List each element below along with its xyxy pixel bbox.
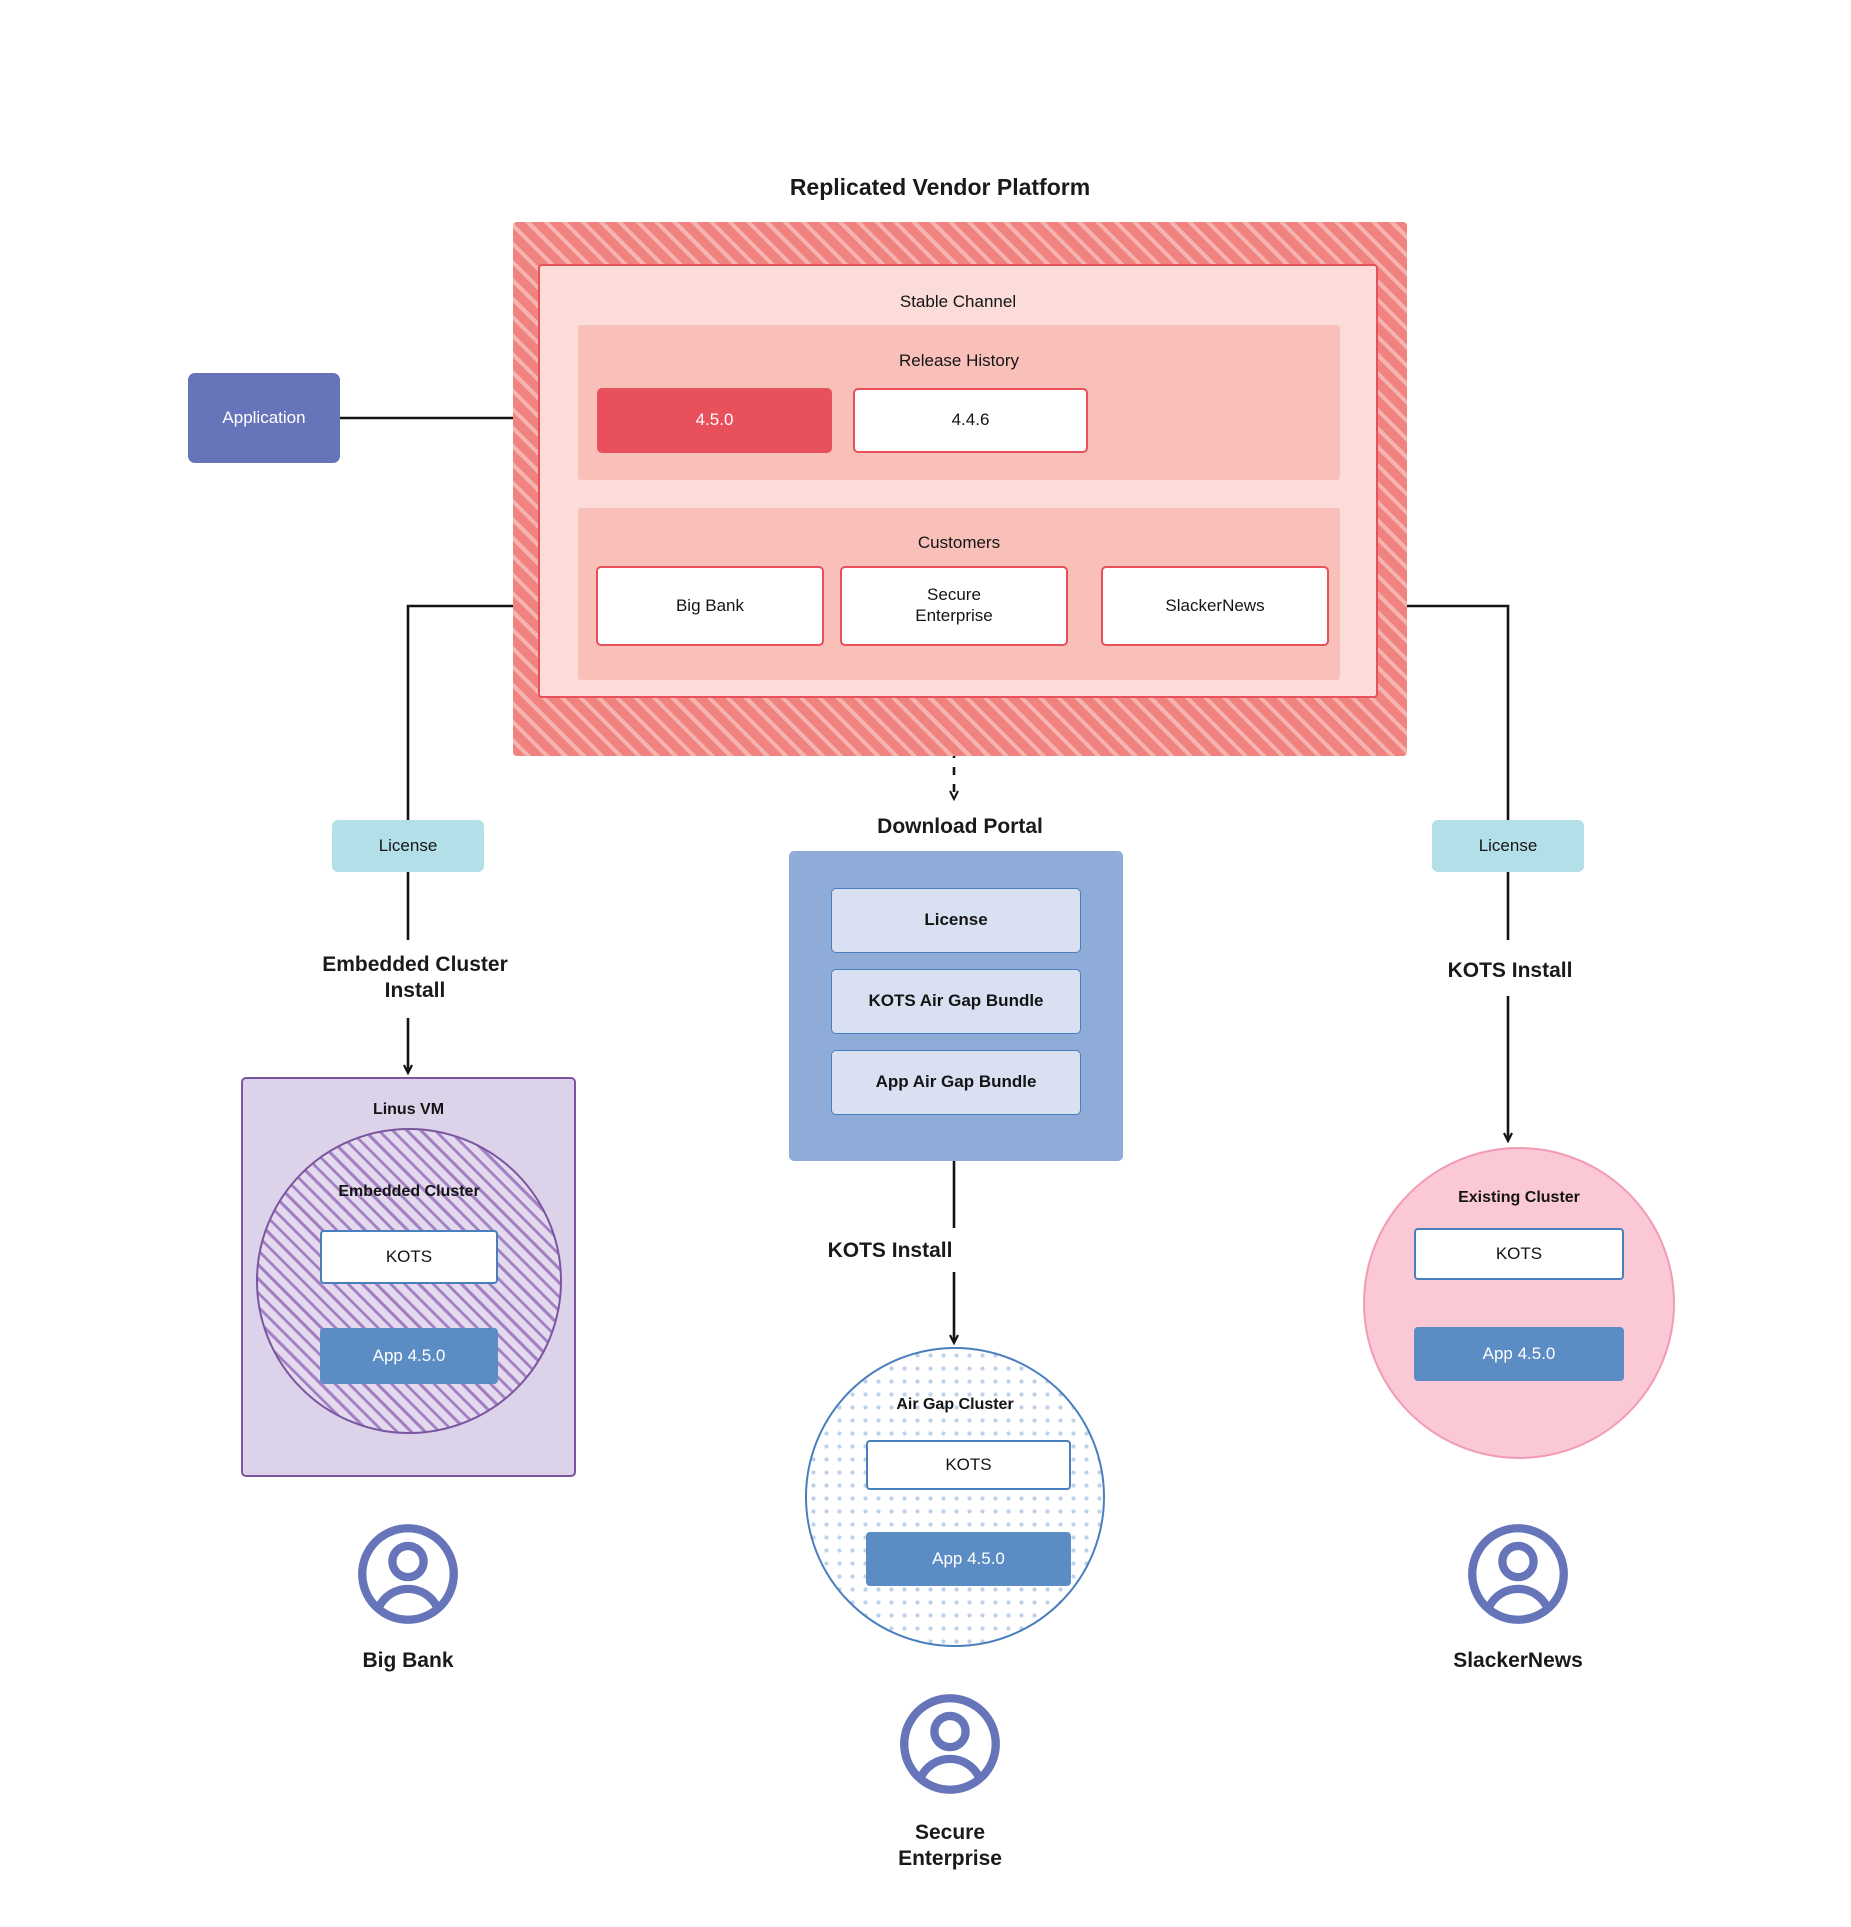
kots-box-embedded[interactable]: KOTS (320, 1230, 498, 1284)
customer-box-slackernews[interactable]: SlackerNews (1101, 566, 1329, 646)
portal-item-app-air-gap-bundle[interactable]: App Air Gap Bundle (831, 1050, 1081, 1115)
download-portal-title: Download Portal (877, 815, 1043, 839)
portal-item-license[interactable]: License (831, 888, 1081, 953)
stable-channel-label: Stable Channel (899, 291, 1017, 311)
flow-label-kots-install-middle: KOTS Install (827, 1239, 953, 1263)
user-avatar-icon (1466, 1522, 1570, 1626)
app-box-embedded[interactable]: App 4.5.0 (320, 1328, 498, 1384)
bottom-label-big-bank: Big Bank (362, 1649, 454, 1673)
air-gap-cluster-label: Air Gap Cluster (896, 1396, 1014, 1414)
customers-label: Customers (917, 532, 1001, 552)
air-gap-cluster-circle (805, 1347, 1105, 1647)
license-node-right[interactable]: License (1432, 820, 1584, 872)
flow-label-kots-install-right: KOTS Install (1447, 959, 1573, 983)
linus-vm-label: Linus VM (372, 1101, 445, 1119)
portal-item-kots-air-gap-bundle[interactable]: KOTS Air Gap Bundle (831, 969, 1081, 1034)
user-avatar-icon (898, 1692, 1002, 1796)
license-node-left[interactable]: License (332, 820, 484, 872)
app-box-air-gap[interactable]: App 4.5.0 (866, 1532, 1071, 1586)
user-avatar-icon (356, 1522, 460, 1626)
existing-cluster-label: Existing Cluster (1458, 1189, 1580, 1207)
release-history-label: Release History (899, 350, 1019, 370)
kots-box-existing[interactable]: KOTS (1414, 1228, 1624, 1280)
application-node[interactable]: Application (188, 373, 340, 463)
release-box-previous[interactable]: 4.4.6 (853, 388, 1088, 453)
release-box-current[interactable]: 4.5.0 (597, 388, 832, 453)
app-box-existing[interactable]: App 4.5.0 (1414, 1327, 1624, 1381)
kots-box-air-gap[interactable]: KOTS (866, 1440, 1071, 1490)
embedded-cluster-label: Embedded Cluster (338, 1183, 480, 1201)
existing-cluster-circle (1363, 1147, 1675, 1459)
bottom-label-slackernews: SlackerNews (1453, 1649, 1583, 1673)
customer-box-big-bank[interactable]: Big Bank (596, 566, 824, 646)
page-title: Replicated Vendor Platform (789, 173, 1091, 200)
